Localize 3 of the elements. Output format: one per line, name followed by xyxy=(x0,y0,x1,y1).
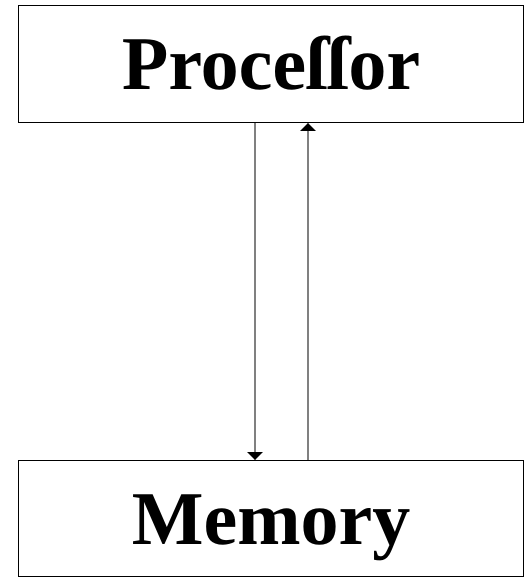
process-box xyxy=(18,5,524,123)
box-label: Proceſſor xyxy=(122,26,420,102)
process-box xyxy=(18,460,524,577)
